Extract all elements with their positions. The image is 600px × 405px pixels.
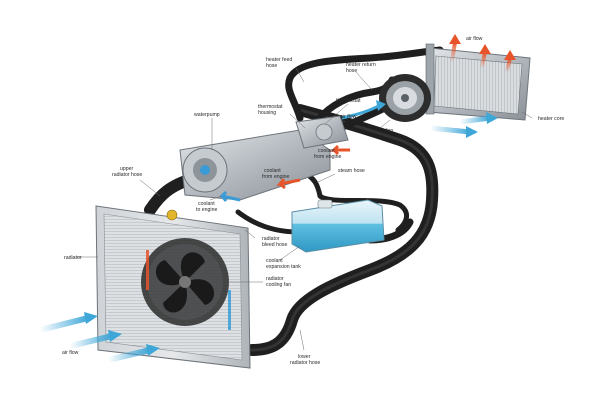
coolant-from-engine-arrow-right (330, 144, 350, 156)
label-coolant-from-engine-right: coolant from engine (314, 148, 342, 160)
label-heater-return-hose: heater return hose (346, 62, 377, 74)
label-air-flow-bottom: air flow (62, 350, 79, 356)
label-steam-hose: steam hose (338, 168, 365, 174)
hoses (144, 46, 444, 356)
label-radiator: radiator (64, 255, 82, 261)
thermostat-housing (295, 115, 349, 149)
label-air-flow-fan: air flow (340, 114, 357, 120)
label-radiator-bleed-hose: radiator bleed hose (262, 236, 287, 248)
label-coolant-from-engine-left: coolant from engine (262, 168, 290, 180)
radiator-air-flow-arrow-2 (69, 333, 113, 349)
air-flow-up-arrow-2 (480, 51, 487, 69)
label-heater-core: heater core (538, 116, 564, 122)
heater-core (425, 43, 531, 121)
air-flow-arrows (39, 34, 516, 363)
label-radiator-cooling-fan: radiator cooling fan (266, 276, 291, 288)
label-thermostat: thermostat (336, 98, 361, 104)
label-upper-radiator-hose: upper radiator hose (112, 166, 142, 178)
steam-hose (297, 169, 409, 233)
heater-feed-hose (285, 46, 444, 122)
label-thermostat-housing: thermostat housing (258, 104, 284, 116)
coolant-from-engine-arrow-left (276, 178, 301, 190)
label-lower-radiator-hose: lower radiator hose (290, 354, 320, 366)
air-flow-up-arrow-3 (505, 57, 512, 73)
radiator-air-flow-arrow-3 (107, 347, 151, 363)
label-coolant-expansion-tank: coolant expansion tank (266, 258, 301, 270)
labels: heater feed hose heater return hose air … (62, 36, 564, 366)
label-fan: fan (386, 128, 393, 134)
label-air-flow-top: air flow (466, 36, 483, 42)
coolant-expansion-tank (291, 199, 385, 253)
air-flow-up-arrow-1 (450, 41, 457, 63)
radiator (95, 205, 251, 369)
radiator-cap (166, 209, 178, 221)
radiator-air-flow-arrow-1 (39, 315, 89, 333)
label-waterpump: waterpump (194, 112, 220, 118)
label-coolant-to-engine: coolant to engine (196, 201, 217, 213)
radiator-cooling-fan (141, 238, 229, 326)
label-heater-feed-hose: heater feed hose (266, 57, 294, 69)
leader-lines (76, 67, 533, 351)
heater-fan (379, 74, 431, 122)
